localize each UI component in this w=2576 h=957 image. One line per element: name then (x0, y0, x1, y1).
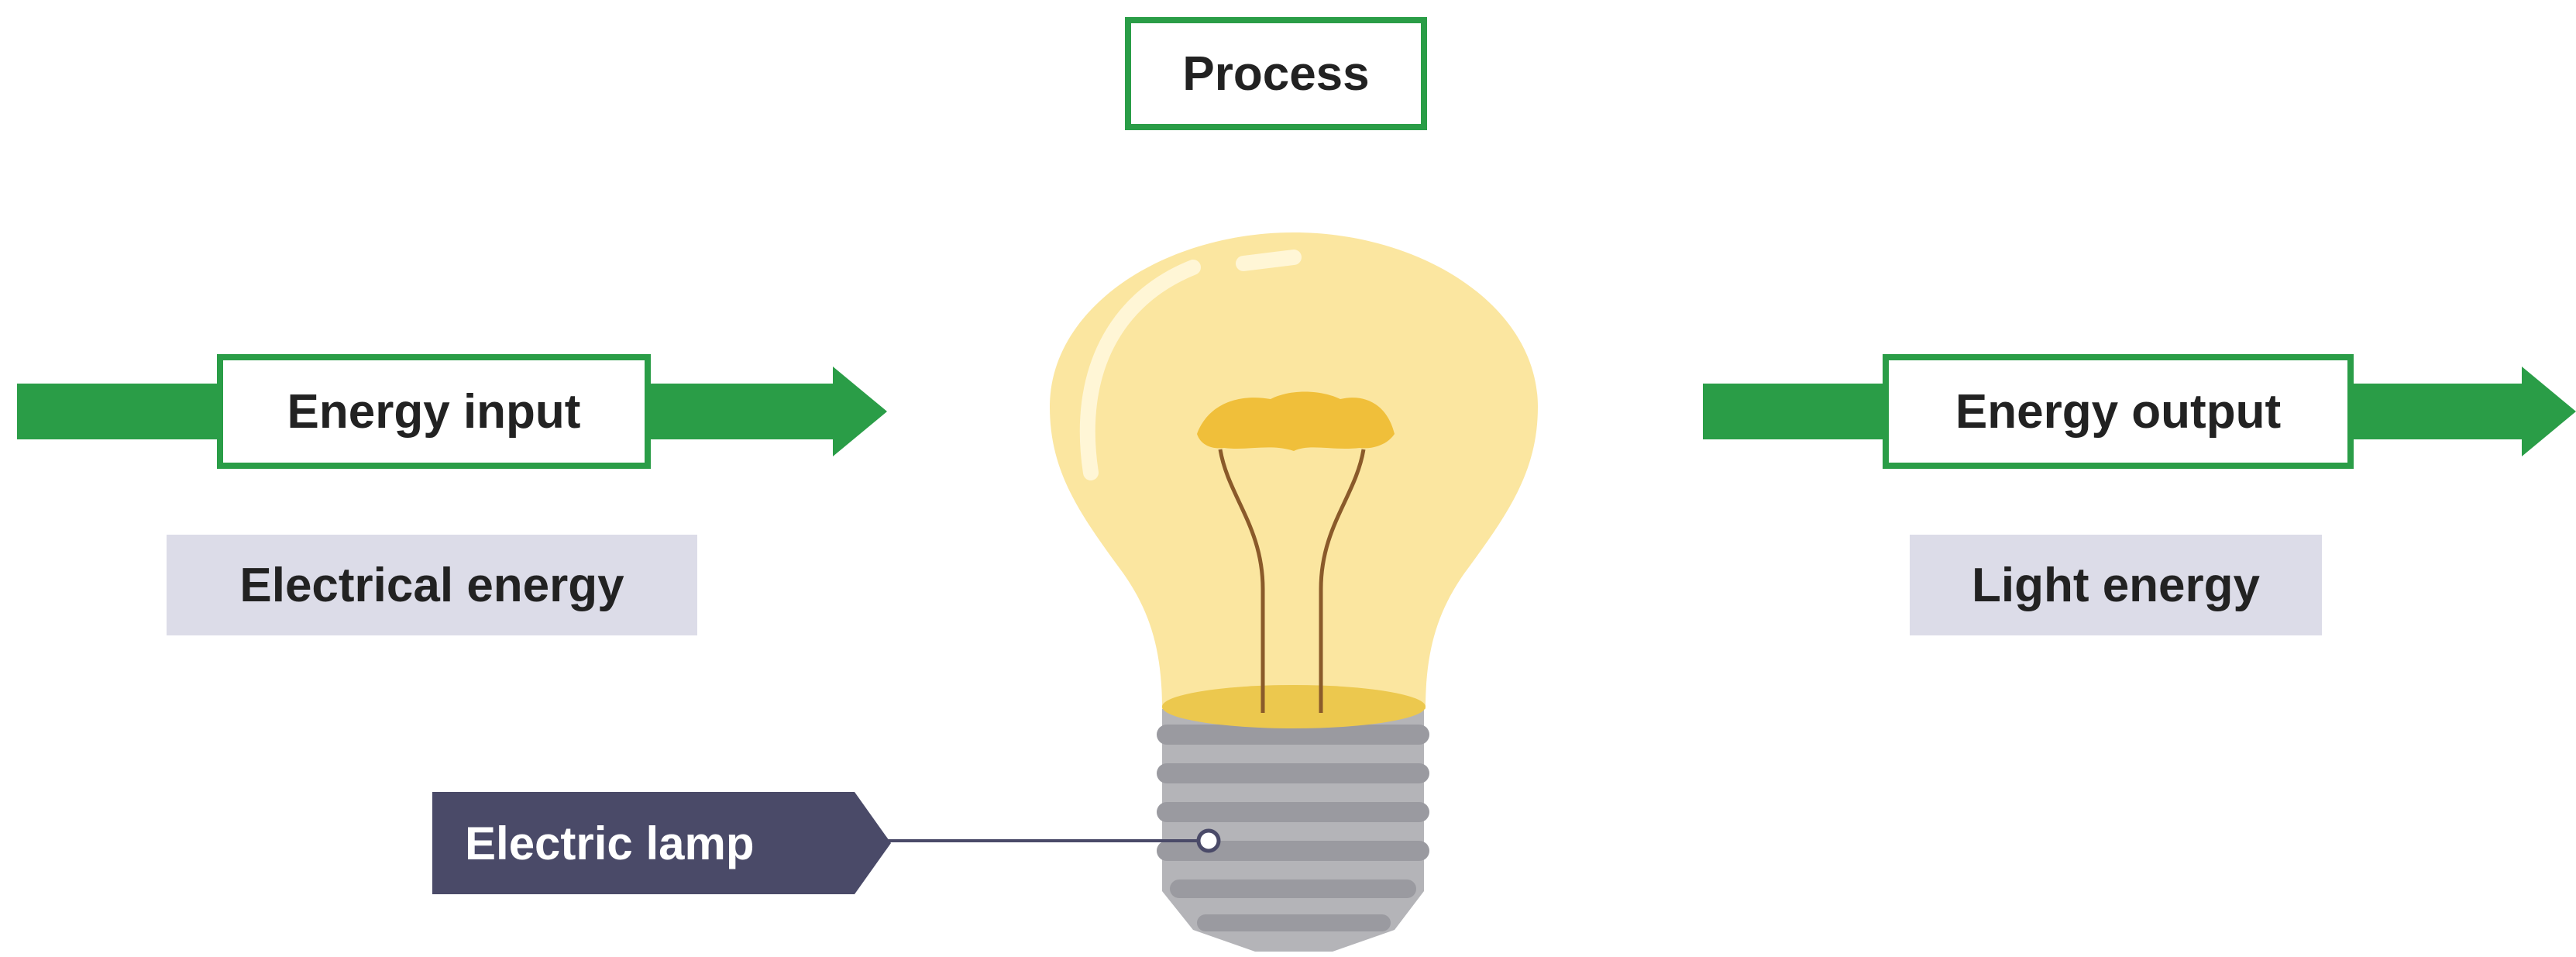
energy-output-label: Energy output (1883, 354, 2354, 469)
filament-wire-left (1218, 449, 1265, 713)
bulb-base (1157, 705, 1429, 952)
process-label: Process (1125, 17, 1427, 130)
input-arrow-head (833, 367, 887, 456)
input-energy-type: Electrical energy (167, 535, 697, 635)
device-label: Electric lamp (432, 792, 855, 894)
output-arrow-head (2522, 367, 2576, 456)
filament-coil (1197, 391, 1395, 451)
bulb-neck (1162, 685, 1426, 728)
filament-wire-right (1319, 449, 1366, 713)
lamp-pointer-dot (1196, 828, 1221, 853)
energy-input-label: Energy input (217, 354, 651, 469)
bulb-glass (1050, 232, 1538, 709)
output-energy-type: Light energy (1910, 535, 2322, 635)
lamp-label-pointer (855, 792, 891, 894)
light-bulb-icon (1050, 232, 1538, 952)
bulb-highlight (1079, 260, 1201, 480)
